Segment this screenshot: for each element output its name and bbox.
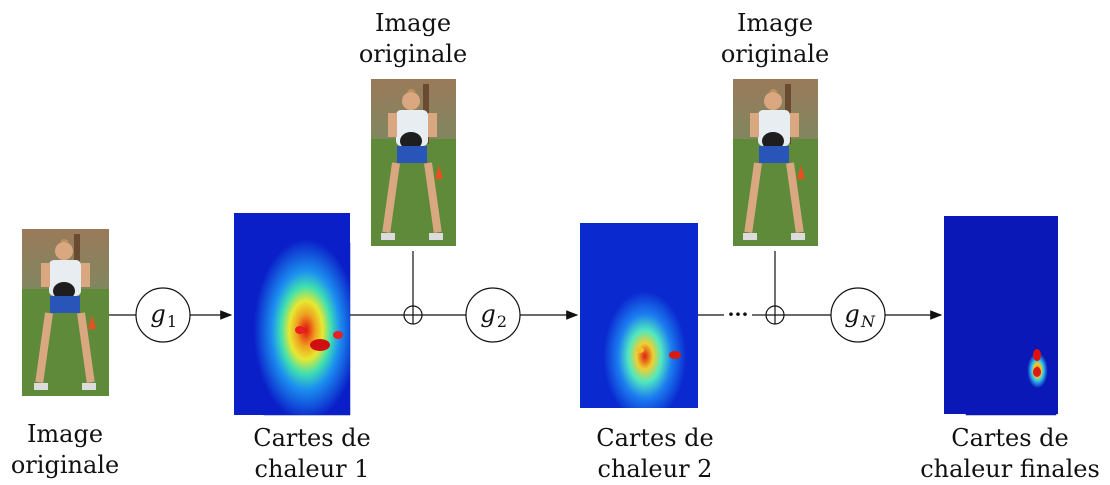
label-line: Cartes de xyxy=(951,424,1069,452)
heatmap-stack-2 xyxy=(580,223,698,408)
stage-subscript: 1 xyxy=(167,312,177,331)
heatmap-stack-final xyxy=(944,216,1058,416)
sum-node-2 xyxy=(765,305,785,325)
stage-node-g2: g 2 xyxy=(465,287,521,343)
label-line: Cartes de xyxy=(596,424,714,452)
stage-subscript: N xyxy=(860,312,876,331)
label-line: originale xyxy=(720,40,830,68)
label-line: originale xyxy=(358,40,468,68)
label-line: Image xyxy=(26,420,104,448)
sum-node-1 xyxy=(403,305,423,325)
stage-node-gN: g N xyxy=(830,287,886,343)
label-line: chaleur 1 xyxy=(254,455,370,483)
side-image-label-2: Image originale xyxy=(705,8,845,70)
side-image-1 xyxy=(371,79,456,246)
stage-symbol: g xyxy=(150,300,165,328)
label-line: Image xyxy=(374,9,452,37)
connectors xyxy=(109,251,943,320)
stage-subscript: 2 xyxy=(497,312,507,331)
stage-symbol: g xyxy=(844,300,859,328)
heatmap-label-2: Cartes de chaleur 2 xyxy=(565,423,745,485)
heatmap-label-final: Cartes de chaleur finales xyxy=(910,423,1110,485)
side-image-2 xyxy=(733,79,818,246)
input-image xyxy=(22,229,109,396)
label-line: chaleur 2 xyxy=(597,455,713,483)
stage-symbol: g xyxy=(480,300,495,328)
label-line: Cartes de xyxy=(253,424,371,452)
ellipsis: ··· xyxy=(728,302,749,326)
label-line: chaleur finales xyxy=(920,455,1100,483)
heatmap-label-1: Cartes de chaleur 1 xyxy=(222,423,402,485)
stage-node-g1: g 1 xyxy=(135,287,191,343)
side-image-label-1: Image originale xyxy=(343,8,483,70)
label-line: originale xyxy=(10,451,120,479)
input-image-label: Image originale xyxy=(0,419,130,481)
label-line: Image xyxy=(736,9,814,37)
heatmap-stack-1 xyxy=(234,213,351,416)
